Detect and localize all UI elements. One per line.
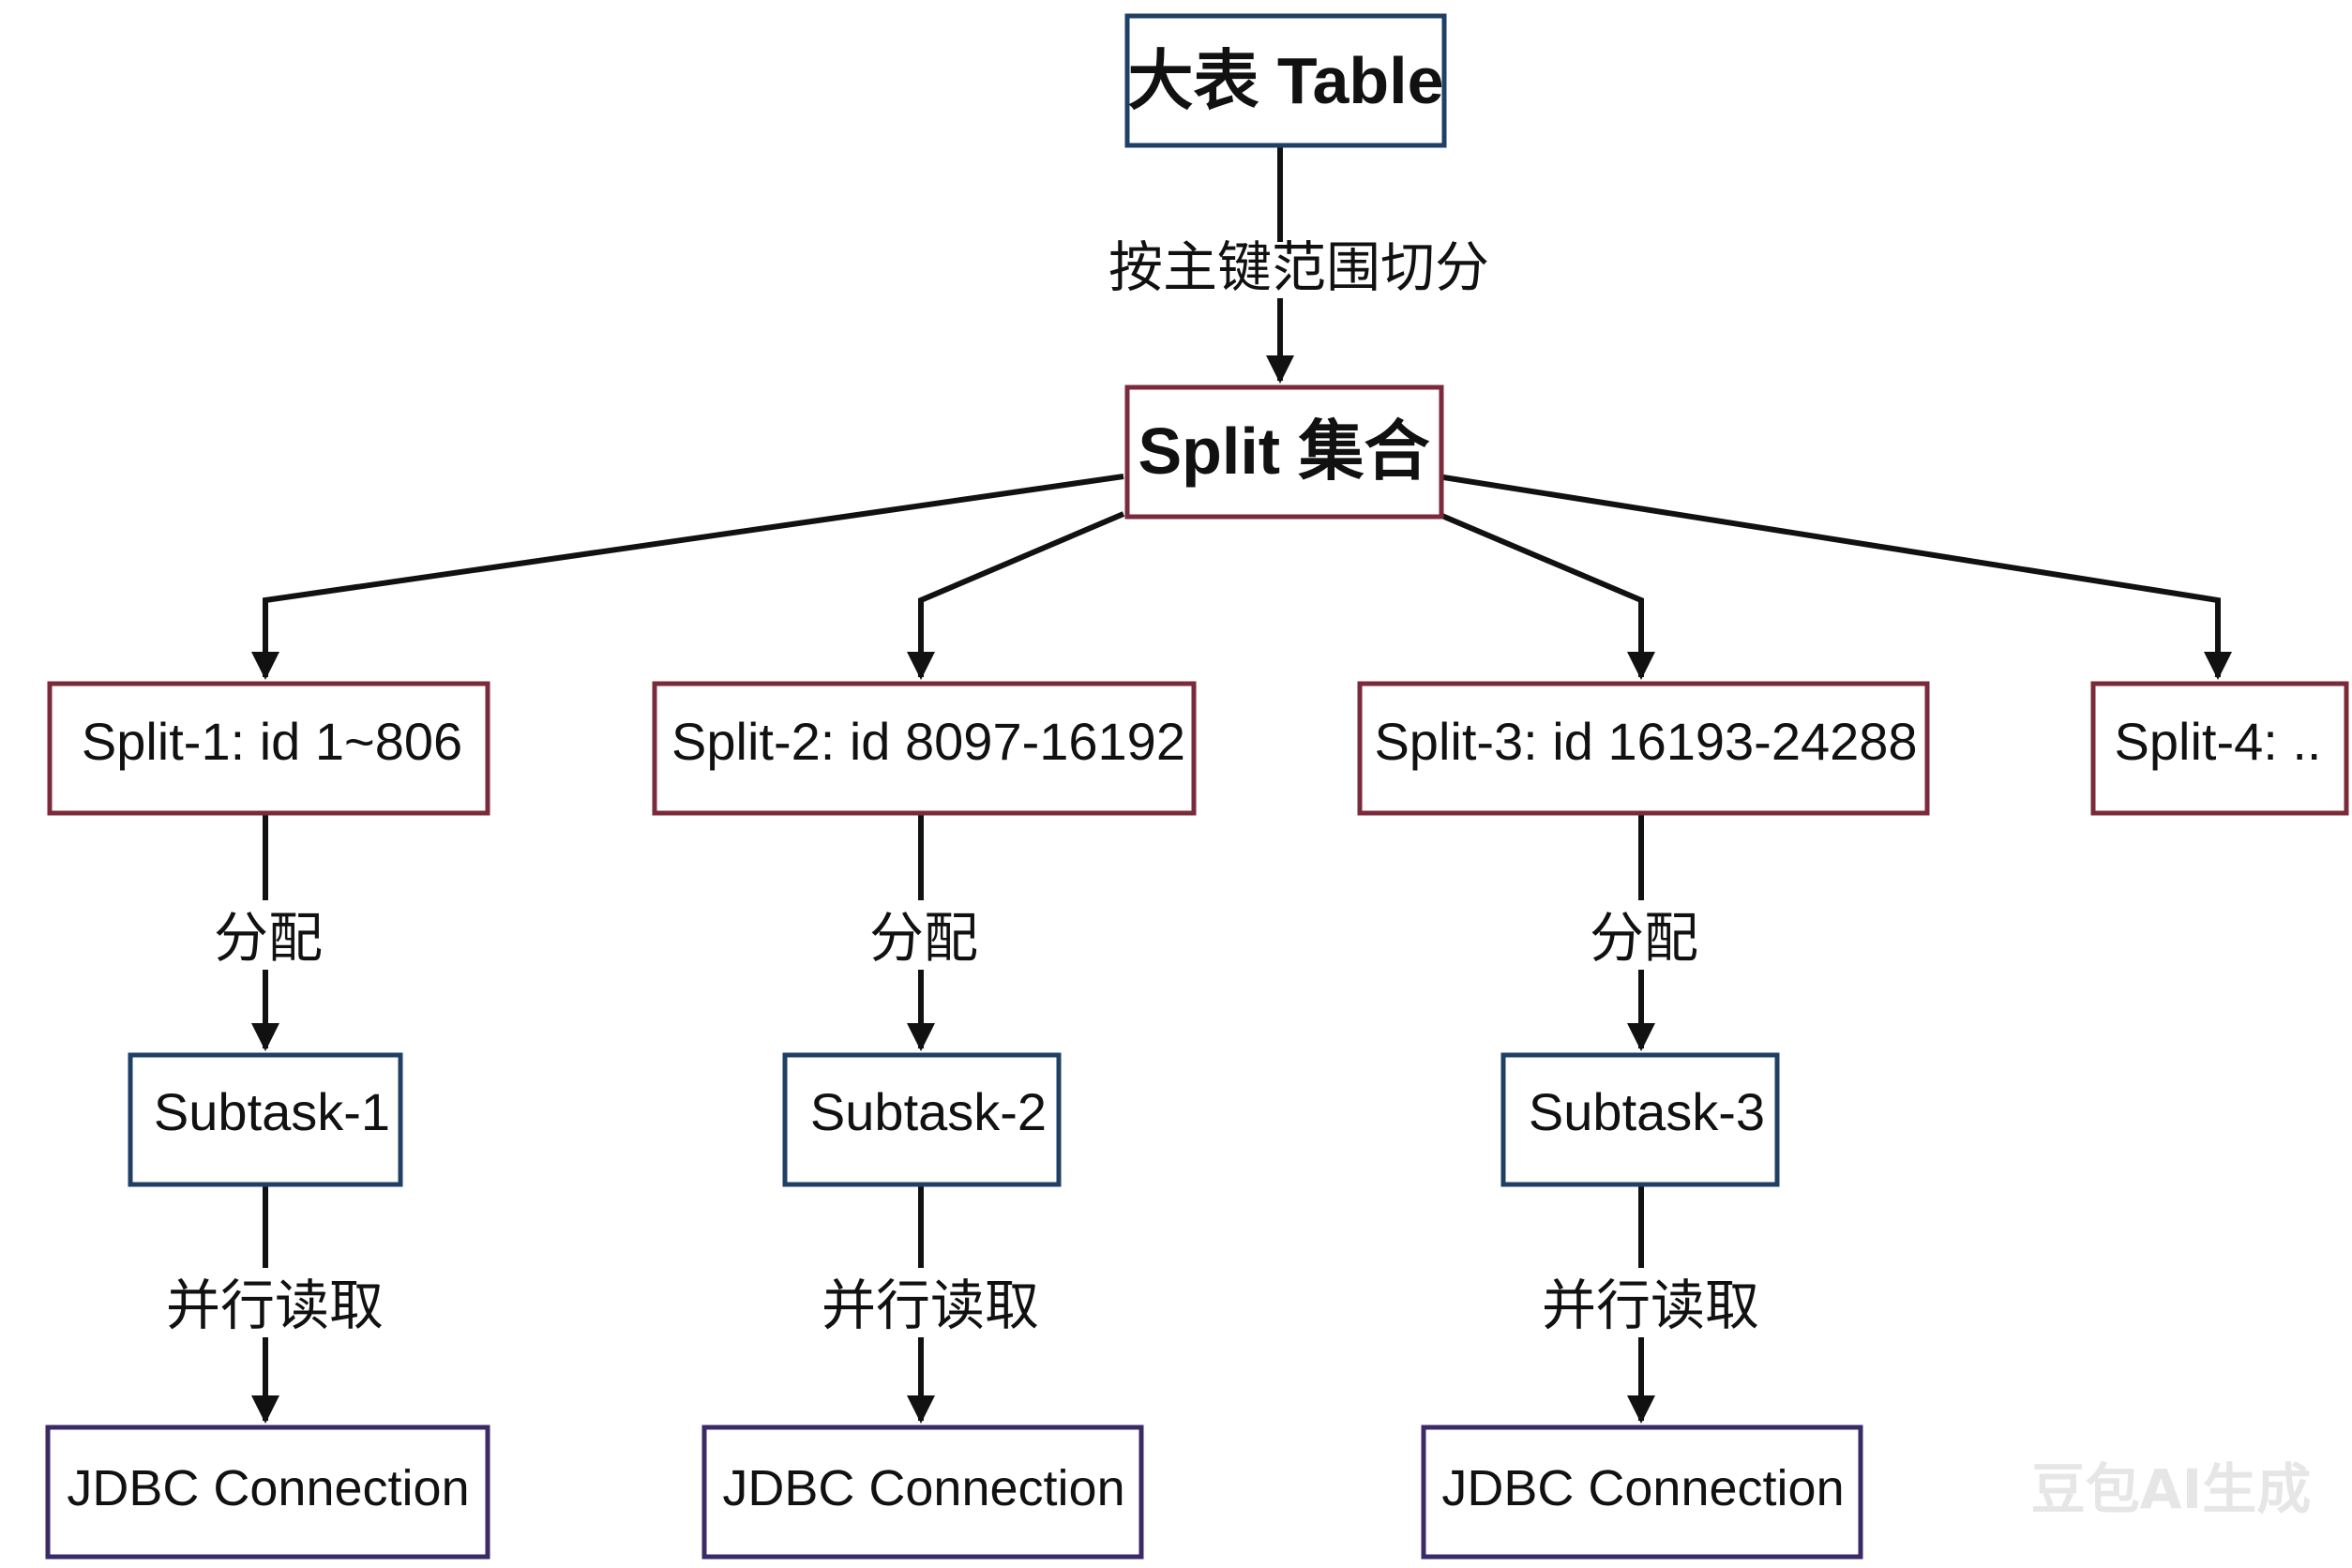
node-subtask-2: Subtask-2 [782, 1052, 1062, 1187]
node-split-2: Split-2: id 8097-16192 [652, 681, 1197, 816]
edge-split-set-to-split-1 [251, 474, 1124, 680]
node-split-3-label: Split-3: id 16193-24288 [1374, 712, 1917, 771]
edge-label-split-by-pk: 按主键范围切分 [1108, 235, 1489, 299]
edge-split-set-to-split-3 [1436, 511, 1655, 680]
node-jdbc-3-box [1421, 1425, 1863, 1560]
edge-label-assign-1: 分配 [214, 906, 323, 970]
node-split-2-box [652, 681, 1197, 816]
node-jdbc-2: JDBC Connection [701, 1425, 1144, 1560]
node-jdbc-2-label: JDBC Connection [722, 1460, 1124, 1516]
node-jdbc-2-box [701, 1425, 1144, 1560]
node-split-4-label: Split-4: .. [2115, 712, 2322, 771]
edge-label-read-2: 并行读取 [822, 1274, 1039, 1337]
node-subtask-1: Subtask-1 [128, 1052, 403, 1187]
node-subtask-3-label: Subtask-3 [1529, 1082, 1765, 1141]
node-split-set-label: Split 集合 [1138, 415, 1429, 488]
node-split-3-box [1357, 681, 1930, 816]
node-table-label: 大表 Table [1127, 44, 1443, 117]
edge-labels: 按主键范围切分 分配 分配 分配 并行读取 并行读取 并行读取 [166, 235, 1759, 1337]
node-subtask-2-label: Subtask-2 [810, 1082, 1047, 1141]
node-table-box [1124, 13, 1447, 148]
edge-label-read-3: 并行读取 [1542, 1274, 1759, 1337]
node-split-1-box [47, 681, 490, 816]
node-subtask-3-box [1500, 1052, 1780, 1187]
node-split-4-box [2090, 681, 2349, 816]
node-split-2-label: Split-2: id 8097-16192 [671, 712, 1185, 771]
node-jdbc-1-box [45, 1425, 490, 1560]
node-jdbc-1-label: JDBC Connection [67, 1460, 469, 1516]
node-subtask-2-box [782, 1052, 1062, 1187]
edge-label-assign-3: 分配 [1590, 906, 1698, 970]
node-split-4: Split-4: .. [2090, 681, 2349, 816]
node-split-3: Split-3: id 16193-24288 [1357, 681, 1930, 816]
edge-label-read-1: 并行读取 [166, 1274, 384, 1337]
watermark-text: 豆包AI生成 [2031, 1457, 2311, 1521]
node-split-1: Split-1: id 1~806 [47, 681, 490, 816]
edge-label-assign-2: 分配 [869, 906, 978, 970]
edges [251, 145, 2232, 1424]
node-subtask-1-label: Subtask-1 [154, 1082, 390, 1141]
edge-split-set-to-split-2 [907, 511, 1125, 680]
node-split-set: Split 集合 [1124, 384, 1444, 520]
node-jdbc-1: JDBC Connection [45, 1425, 490, 1560]
node-subtask-3: Subtask-3 [1500, 1052, 1780, 1187]
node-jdbc-3: JDBC Connection [1421, 1425, 1863, 1560]
node-subtask-1-box [128, 1052, 403, 1187]
edge-split-set-to-split-4 [1437, 474, 2232, 680]
node-jdbc-3-label: JDBC Connection [1441, 1460, 1844, 1516]
node-split-1-label: Split-1: id 1~806 [82, 712, 462, 771]
node-split-set-box [1124, 384, 1444, 520]
node-table: 大表 Table [1124, 13, 1447, 148]
